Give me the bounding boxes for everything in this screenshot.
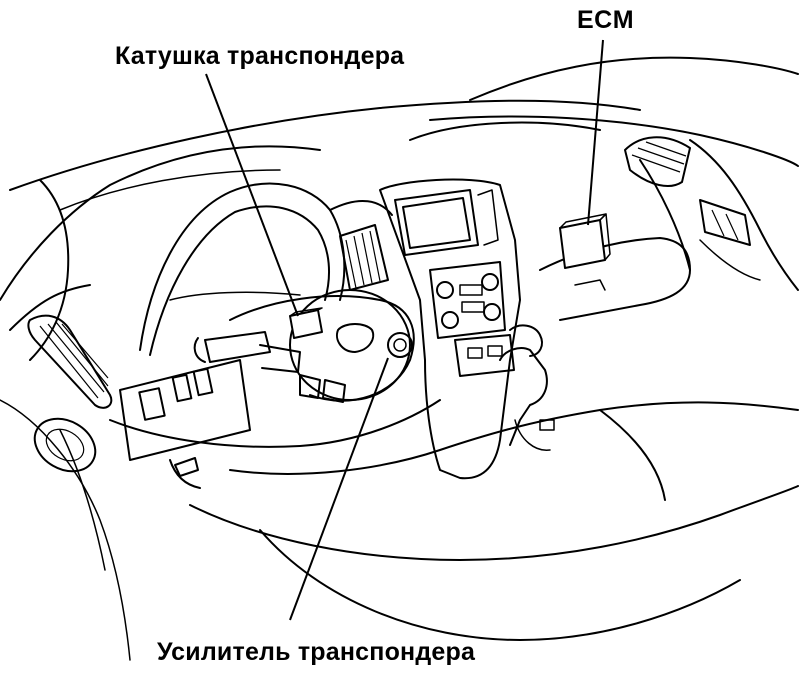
leader-ecm xyxy=(587,39,604,226)
transponder-coil-part xyxy=(289,307,323,339)
leader-amplifier xyxy=(289,357,389,621)
left-air-vent xyxy=(27,314,113,409)
left-switch-panel xyxy=(119,359,251,489)
center-console xyxy=(339,178,555,480)
leader-coil xyxy=(205,73,299,317)
ecm-label: ECM xyxy=(577,6,635,34)
dashboard-outline xyxy=(0,56,799,661)
side-round-vent xyxy=(33,417,97,473)
steering-column xyxy=(193,289,415,403)
transponder-coil-label: Катушка транспондера xyxy=(115,42,405,70)
instrument-cluster xyxy=(139,182,393,356)
transponder-amplifier-label: Усилитель транспондера xyxy=(157,638,476,666)
ecm-part xyxy=(559,213,611,269)
right-air-vent xyxy=(624,136,751,246)
leader-lines xyxy=(205,39,604,621)
